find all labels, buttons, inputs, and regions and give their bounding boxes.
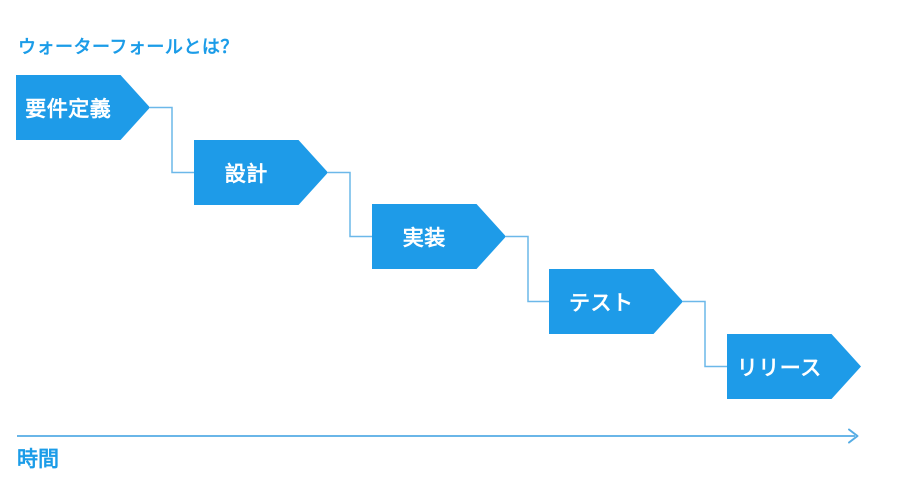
connector-design-implementation xyxy=(328,171,372,238)
stage-implementation-label: 実装 xyxy=(402,226,446,250)
stage-implementation: 実装 xyxy=(372,204,506,269)
connector-implementation-test xyxy=(506,235,549,303)
time-axis-arrowhead-icon xyxy=(848,428,859,444)
connector-test-release xyxy=(683,300,727,368)
stage-design-label: 設計 xyxy=(224,162,268,186)
stage-test: テスト xyxy=(549,269,683,334)
time-axis-label: 時間 xyxy=(17,448,59,471)
stage-test-label: テスト xyxy=(569,291,634,315)
connector-requirements-design xyxy=(150,106,194,174)
stage-release-label: リリース xyxy=(736,356,822,380)
stage-design: 設計 xyxy=(194,140,328,205)
stage-requirements-label: 要件定義 xyxy=(25,97,112,121)
page-title: ウォーターフォールとは？ xyxy=(18,37,239,57)
stage-release: リリース xyxy=(727,334,861,399)
stage-requirements: 要件定義 xyxy=(16,75,150,140)
